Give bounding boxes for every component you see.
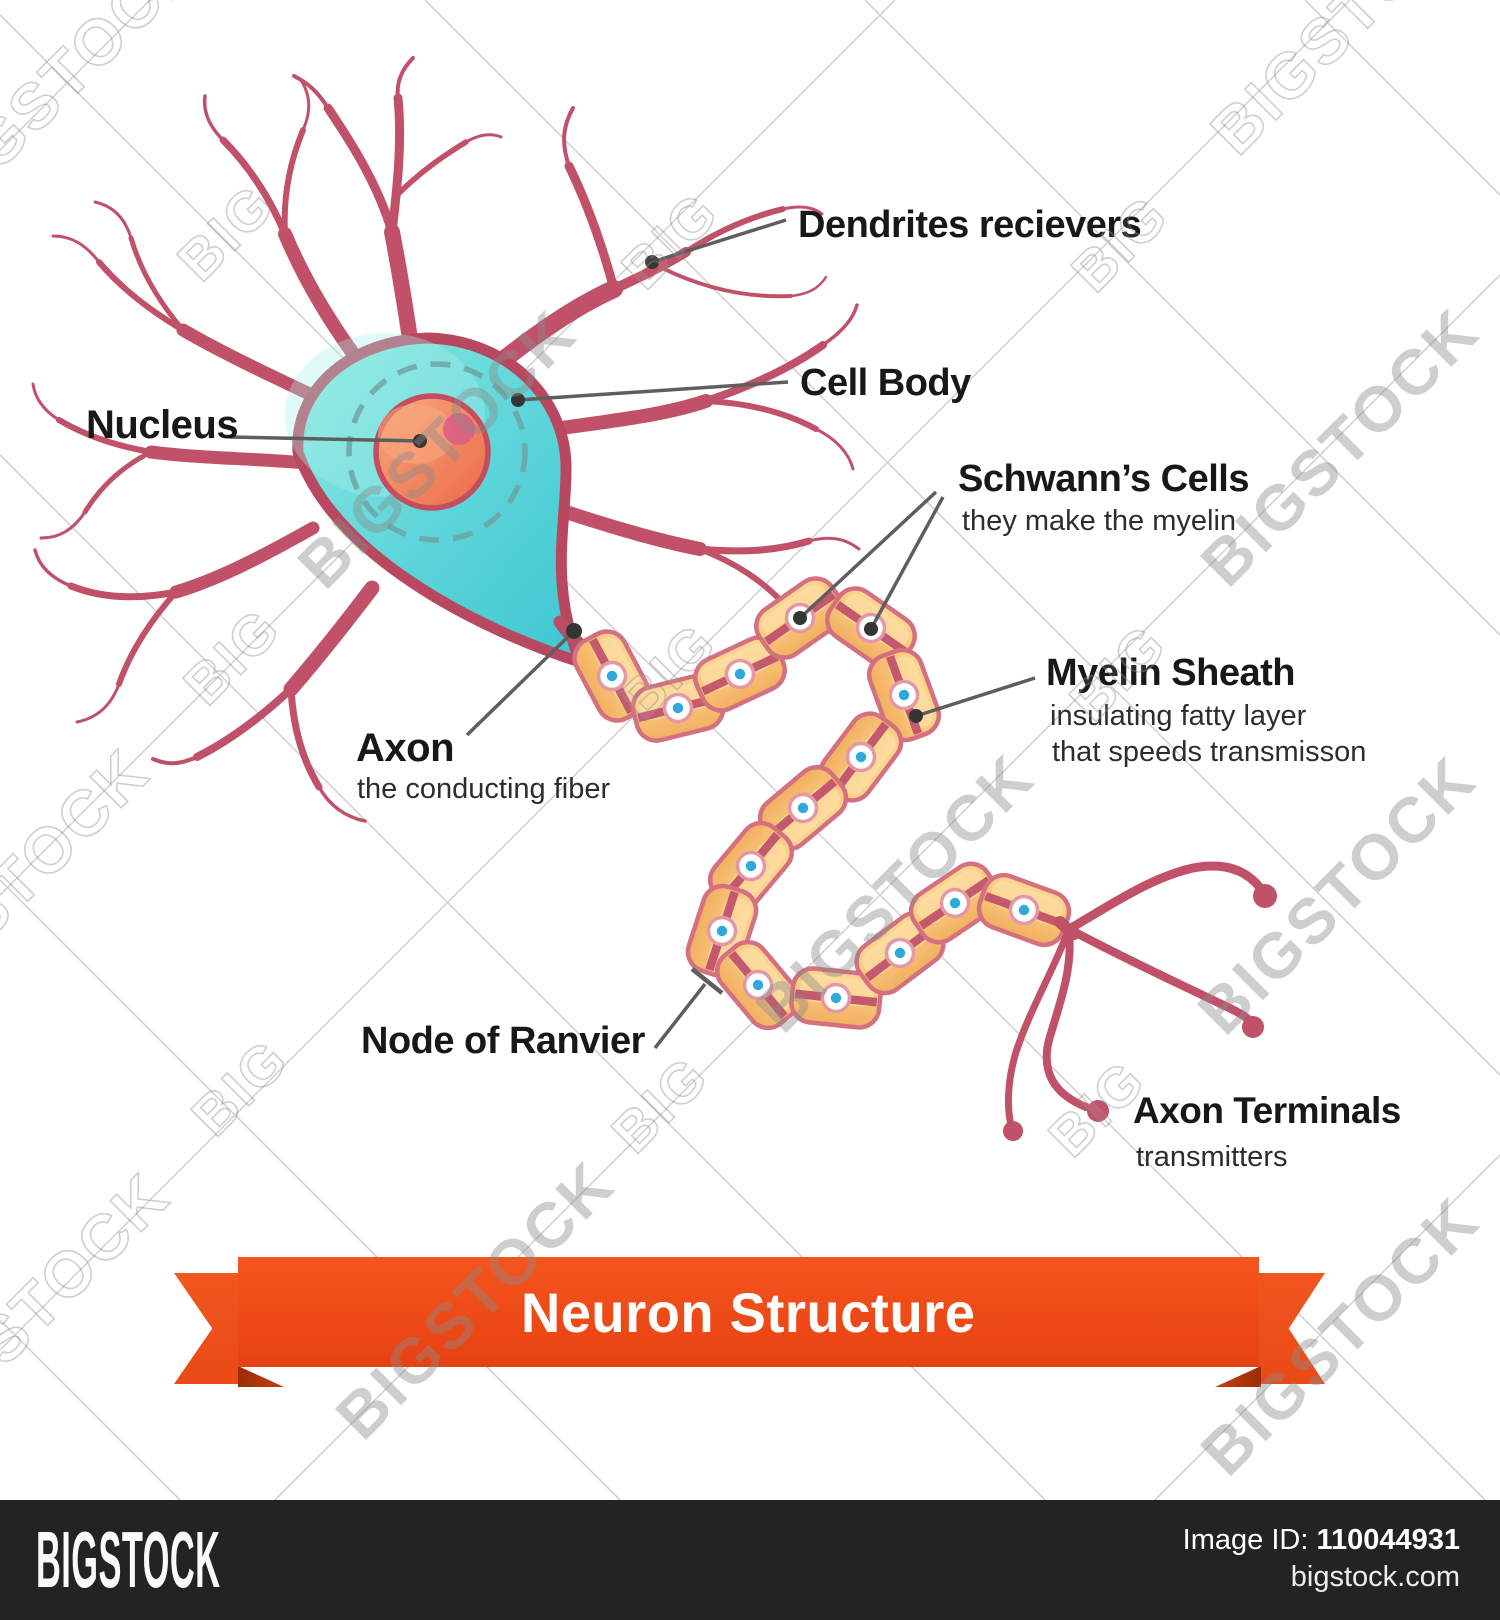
- terminal-bulb: [1253, 884, 1277, 908]
- neuron-diagram-canvas: [0, 0, 1500, 1500]
- schwann-cell-nucleus-dot: [734, 668, 746, 680]
- terminal-bulb: [1003, 1121, 1023, 1141]
- diagram-title: Neuron Structure: [521, 1280, 976, 1344]
- image-id-line: Image ID: 110044931: [1183, 1522, 1460, 1559]
- leader-dot: [909, 709, 923, 723]
- leader-dot: [511, 393, 525, 407]
- leader-dendrites: [651, 218, 787, 264]
- schwann-cell-nucleus-dot: [949, 897, 961, 909]
- schwann-cell-nucleus-dot: [898, 689, 910, 701]
- image-id-label: Image ID:: [1182, 1524, 1309, 1556]
- label-cell-body: Cell Body: [800, 362, 971, 404]
- leader-lines: [229, 218, 1036, 1050]
- schwann-cell-nucleus-dot: [855, 751, 867, 763]
- leader-dot: [864, 622, 878, 636]
- myelin-segment: [818, 711, 904, 803]
- leader-node: [653, 982, 707, 1050]
- label-axon-sub: the conducting fiber: [357, 773, 611, 805]
- leader-cell-body: [517, 380, 789, 402]
- label-terminals-title: Axon Terminals: [1133, 1090, 1401, 1131]
- site-link: bigstock.com: [1290, 1561, 1460, 1593]
- schwann-cell-nucleus-dot: [716, 925, 728, 937]
- label-terminals-sub: transmitters: [1136, 1141, 1288, 1173]
- title-ribbon: Neuron Structure: [238, 1257, 1259, 1367]
- myelin-segment: [908, 861, 1002, 945]
- leader-dot: [793, 611, 807, 625]
- label-node: Node of Ranvier: [361, 1020, 645, 1062]
- label-myelin-title: Myelin Sheath: [1046, 652, 1296, 694]
- schwann-cell-nucleus-dot: [672, 702, 684, 714]
- leader-schwann-b: [869, 496, 945, 630]
- cell-body-shape: [285, 332, 586, 668]
- schwann-cell-nucleus-dot: [830, 992, 842, 1004]
- label-myelin-sub1: insulating fatty layer: [1050, 700, 1307, 732]
- myelin-segment: [789, 966, 883, 1030]
- label-schwann-sub: they make the myelin: [962, 505, 1237, 537]
- label-myelin-sub2: that speeds transmisson: [1052, 736, 1367, 768]
- myelin-segment: [693, 635, 787, 713]
- axon-terminals-branches: [1003, 861, 1277, 1141]
- terminal-bulb: [1087, 1100, 1109, 1122]
- leader-schwann-a: [798, 490, 938, 620]
- label-nucleus: Nucleus: [86, 403, 239, 447]
- schwann-cell-nucleus-dot: [1018, 904, 1030, 916]
- myelin-segment: [976, 872, 1072, 948]
- leader-axon: [465, 629, 576, 737]
- leader-node-tbar: [690, 967, 724, 995]
- schwann-cell-nucleus-dot: [752, 979, 764, 991]
- footer-bar: BIGSTOCK Image ID: 110044931 bigstock.co…: [0, 1500, 1500, 1620]
- image-id-value: 110044931: [1316, 1524, 1460, 1556]
- myelin-chain: [572, 576, 1072, 1031]
- bigstock-logo: BIGSTOCK: [36, 1515, 221, 1604]
- nucleolus-shape: [443, 413, 475, 445]
- schwann-cell-nucleus-dot: [606, 670, 618, 682]
- schwann-cell-nucleus-dot: [894, 947, 906, 959]
- schwann-cell-nucleus-dot: [797, 802, 809, 814]
- leader-myelin: [915, 676, 1036, 718]
- label-schwann-title: Schwann’s Cells: [958, 458, 1249, 500]
- label-dendrites: Dendrites recievers: [798, 204, 1142, 246]
- leader-nucleus: [229, 435, 421, 443]
- nucleus-dashed-ring: [346, 361, 528, 543]
- label-axon-title: Axon: [356, 726, 455, 770]
- leader-dot: [413, 434, 427, 448]
- leader-dot: [566, 623, 582, 639]
- terminal-bulb: [1242, 1016, 1264, 1038]
- leader-dot: [645, 255, 659, 269]
- dendrites-branches: [31, 56, 861, 823]
- myelin-segment: [714, 939, 802, 1031]
- schwann-cell-nucleus-dot: [745, 860, 757, 872]
- footer-meta: Image ID: 110044931 bigstock.com: [1183, 1522, 1460, 1596]
